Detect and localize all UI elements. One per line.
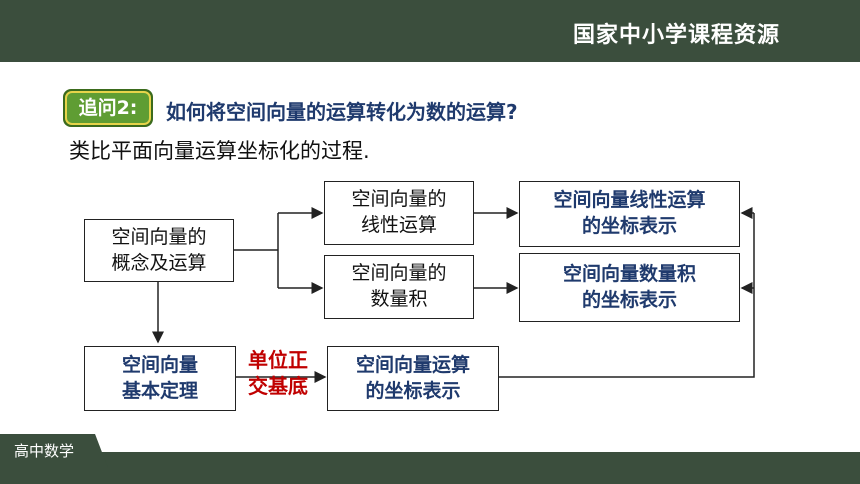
ortho-basis-line1: 单位正 — [248, 348, 308, 372]
subject-tab — [0, 434, 108, 468]
question-badge: 追问2: — [63, 89, 153, 127]
dot-coord-line1: 空间向量数量积 — [562, 262, 696, 285]
subject-label: 高中数学 — [14, 442, 75, 460]
ops-coord-line1: 空间向量运算 — [355, 353, 470, 376]
linear-coord-line1: 空间向量线性运算 — [553, 189, 706, 212]
concepts-line1: 空间向量的 — [111, 225, 207, 248]
linear-ops-line2: 线性运算 — [360, 214, 437, 236]
linear-coord-line2: 的坐标表示 — [581, 215, 677, 237]
linear-ops-line1: 空间向量的 — [351, 188, 447, 211]
dot-product-box: 空间向量的数量积 — [324, 255, 474, 319]
concepts-line2: 概念及运算 — [111, 251, 207, 274]
linear-coord-box: 空间向量线性运算的坐标表示 — [519, 181, 740, 247]
basic-theorem-box: 空间向量基本定理 — [84, 346, 236, 411]
ortho-basis-label: 单位正 交基底 — [238, 347, 318, 399]
ops-coord-box: 空间向量运算的坐标表示 — [327, 346, 499, 411]
dot-coord-line2: 的坐标表示 — [581, 288, 677, 311]
dot-product-line1: 空间向量的 — [351, 262, 447, 285]
connector-right-loop — [499, 213, 755, 378]
question-text: 如何将空间向量的运算转化为数的运算? — [166, 100, 518, 124]
ortho-basis-line2: 交基底 — [248, 374, 308, 398]
brand-title: 国家中小学课程资源 — [572, 23, 780, 48]
dot-coord-box: 空间向量数量积的坐标表示 — [519, 253, 740, 322]
concepts-box: 空间向量的概念及运算 — [84, 219, 234, 282]
dot-product-line2: 数量积 — [370, 288, 428, 310]
ops-coord-line2: 的坐标表示 — [365, 379, 461, 402]
bottom-banner — [0, 452, 860, 484]
top-banner — [0, 0, 860, 62]
basic-theorem-line2: 基本定理 — [121, 379, 198, 402]
analogy-text: 类比平面向量运算坐标化的过程. — [69, 139, 370, 163]
question-badge-label: 追问2: — [65, 91, 151, 125]
linear-ops-box: 空间向量的线性运算 — [324, 181, 474, 245]
basic-theorem-line1: 空间向量 — [121, 353, 198, 376]
